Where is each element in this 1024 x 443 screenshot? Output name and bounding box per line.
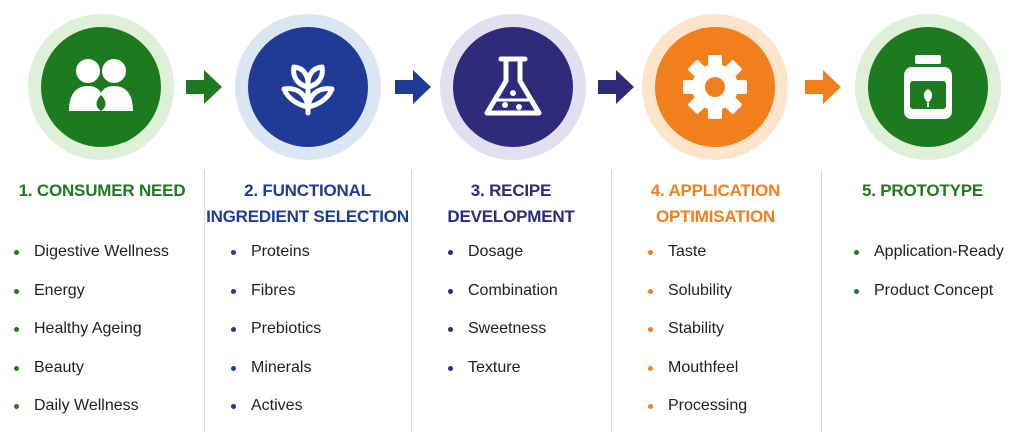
step-title: 5. PROTOTYPE	[821, 178, 1024, 204]
list-item: Sweetness	[448, 318, 558, 357]
step-title: 1. CONSUMER NEED	[0, 178, 204, 204]
step-icon-disc	[453, 27, 573, 147]
list-item: Beauty	[14, 357, 169, 396]
step-title-line: OPTIMISATION	[655, 207, 776, 226]
step-consumer-need: 1. CONSUMER NEED Digestive Wellness Ener…	[0, 0, 204, 443]
flask-icon	[484, 56, 542, 116]
step-title-line: DEVELOPMENT	[447, 207, 575, 226]
column-divider	[204, 170, 205, 432]
step-icon-disc	[655, 27, 775, 147]
column-divider	[411, 170, 412, 432]
list-item: Minerals	[231, 357, 321, 396]
people-icon	[69, 59, 133, 111]
gear-icon	[683, 55, 747, 119]
list-item: Solubility	[648, 280, 747, 319]
list-item: Prebiotics	[231, 318, 321, 357]
list-item: Application-Ready	[854, 241, 1004, 280]
arrow-right-icon	[805, 70, 841, 104]
list-item: Healthy Ageing	[14, 318, 169, 357]
list-item: Fibres	[231, 280, 321, 319]
step-icon-disc	[248, 27, 368, 147]
step-recipe-development: 3. RECIPE DEVELOPMENT Dosage Combination…	[411, 0, 611, 443]
list-item: Digestive Wellness	[14, 241, 169, 280]
step-icon-disc	[41, 27, 161, 147]
list-item: Actives	[231, 395, 321, 434]
list-item: Texture	[448, 357, 558, 396]
arrow-right-icon	[186, 70, 222, 104]
list-item: Energy	[14, 280, 169, 319]
step-prototype: 5. PROTOTYPE Application-Ready Product C…	[821, 0, 1024, 443]
step-title-line: 3. RECIPE	[470, 181, 552, 200]
column-divider	[611, 170, 612, 432]
step-title-line: 4. APPLICATION	[650, 181, 781, 200]
step-item-list: Taste Solubility Stability Mouthfeel Pro…	[648, 241, 747, 434]
step-title-line: 2. FUNCTIONAL	[244, 181, 371, 200]
step-icon-halo	[440, 14, 586, 160]
list-item: Combination	[448, 280, 558, 319]
step-title-line: 5. PROTOTYPE	[861, 181, 984, 200]
step-item-list: Proteins Fibres Prebiotics Minerals Acti…	[231, 241, 321, 434]
step-title-line: 1. CONSUMER NEED	[18, 181, 186, 200]
list-item: Product Concept	[854, 280, 1004, 319]
list-item: Mouthfeel	[648, 357, 747, 396]
step-ingredient-selection: 2. FUNCTIONAL INGREDIENT SELECTION Prote…	[204, 0, 411, 443]
column-divider	[821, 170, 822, 432]
list-item: Daily Wellness	[14, 395, 169, 434]
arrow-right-icon	[395, 70, 431, 104]
step-icon-halo	[235, 14, 381, 160]
step-icon-halo	[855, 14, 1001, 160]
step-title-line: INGREDIENT SELECTION	[206, 207, 409, 226]
list-item: Proteins	[231, 241, 321, 280]
list-item: Processing	[648, 395, 747, 434]
sprout-icon	[281, 64, 335, 116]
step-icon-disc	[868, 27, 988, 147]
step-item-list: Digestive Wellness Energy Healthy Ageing…	[14, 241, 169, 434]
step-item-list: Dosage Combination Sweetness Texture	[448, 241, 558, 395]
step-item-list: Application-Ready Product Concept	[854, 241, 1004, 318]
jar-icon	[904, 55, 952, 119]
step-icon-halo	[642, 14, 788, 160]
arrow-right-icon	[598, 70, 634, 104]
step-title: 4. APPLICATION OPTIMISATION	[611, 178, 820, 230]
step-icon-halo	[28, 14, 174, 160]
step-application-optimisation: 4. APPLICATION OPTIMISATION Taste Solubi…	[611, 0, 820, 443]
step-title: 2. FUNCTIONAL INGREDIENT SELECTION	[204, 178, 411, 230]
list-item: Taste	[648, 241, 747, 280]
list-item: Dosage	[448, 241, 558, 280]
step-title: 3. RECIPE DEVELOPMENT	[411, 178, 611, 230]
list-item: Stability	[648, 318, 747, 357]
